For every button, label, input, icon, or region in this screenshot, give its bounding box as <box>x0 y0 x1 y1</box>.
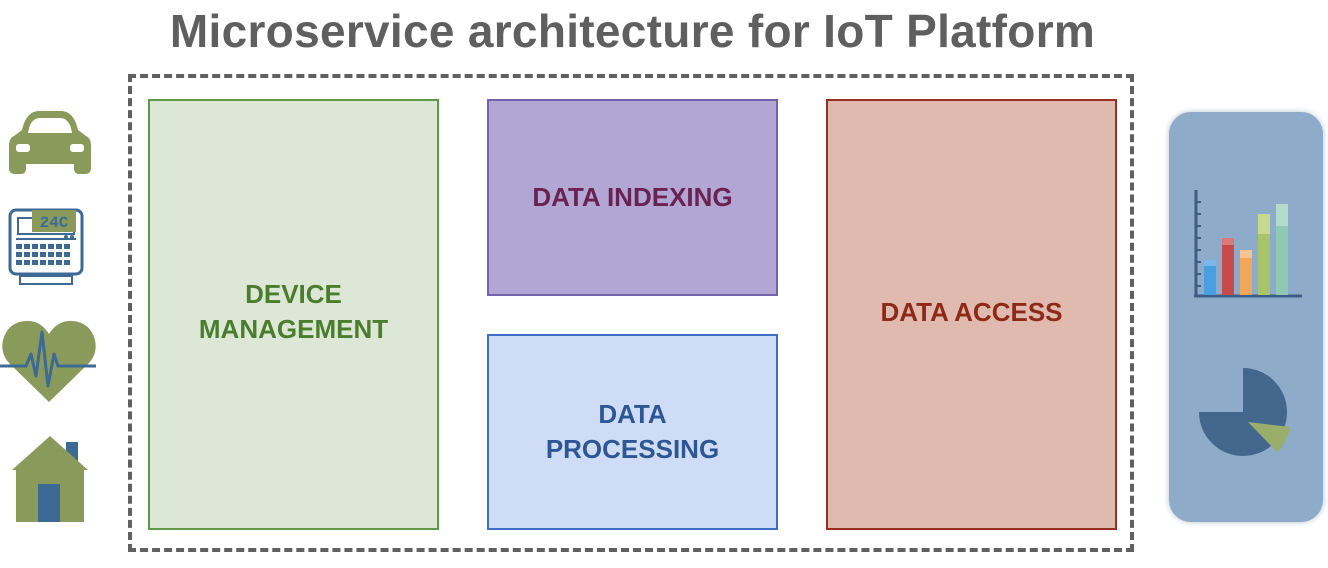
device-management-label: DEVICE MANAGEMENT <box>198 278 389 344</box>
data-indexing-service: DATA INDEXING <box>487 99 778 296</box>
house-icon <box>12 436 88 522</box>
heart-monitor-icon <box>0 320 96 402</box>
bar-chart-icon <box>1194 190 1302 298</box>
iot-platform-boundary <box>128 74 1134 552</box>
data-processing-service: DATA PROCESSING <box>487 334 778 530</box>
analytics-dashboard-panel <box>1169 112 1323 522</box>
device-management-service: DEVICE MANAGEMENT <box>148 99 439 530</box>
data-indexing-label: DATA INDEXING <box>532 182 733 212</box>
pie-chart-icon <box>1199 368 1290 456</box>
diagram-title: Microservice architecture for IoT Platfo… <box>169 5 1096 57</box>
thermostat-reading: 24C <box>40 214 69 232</box>
data-processing-label: DATA PROCESSING <box>545 399 720 464</box>
data-access-label: DATA ACCESS <box>880 297 1063 327</box>
thermostat-icon: 24C <box>8 208 84 285</box>
data-access-service: DATA ACCESS <box>826 99 1117 530</box>
car-icon <box>9 111 91 174</box>
